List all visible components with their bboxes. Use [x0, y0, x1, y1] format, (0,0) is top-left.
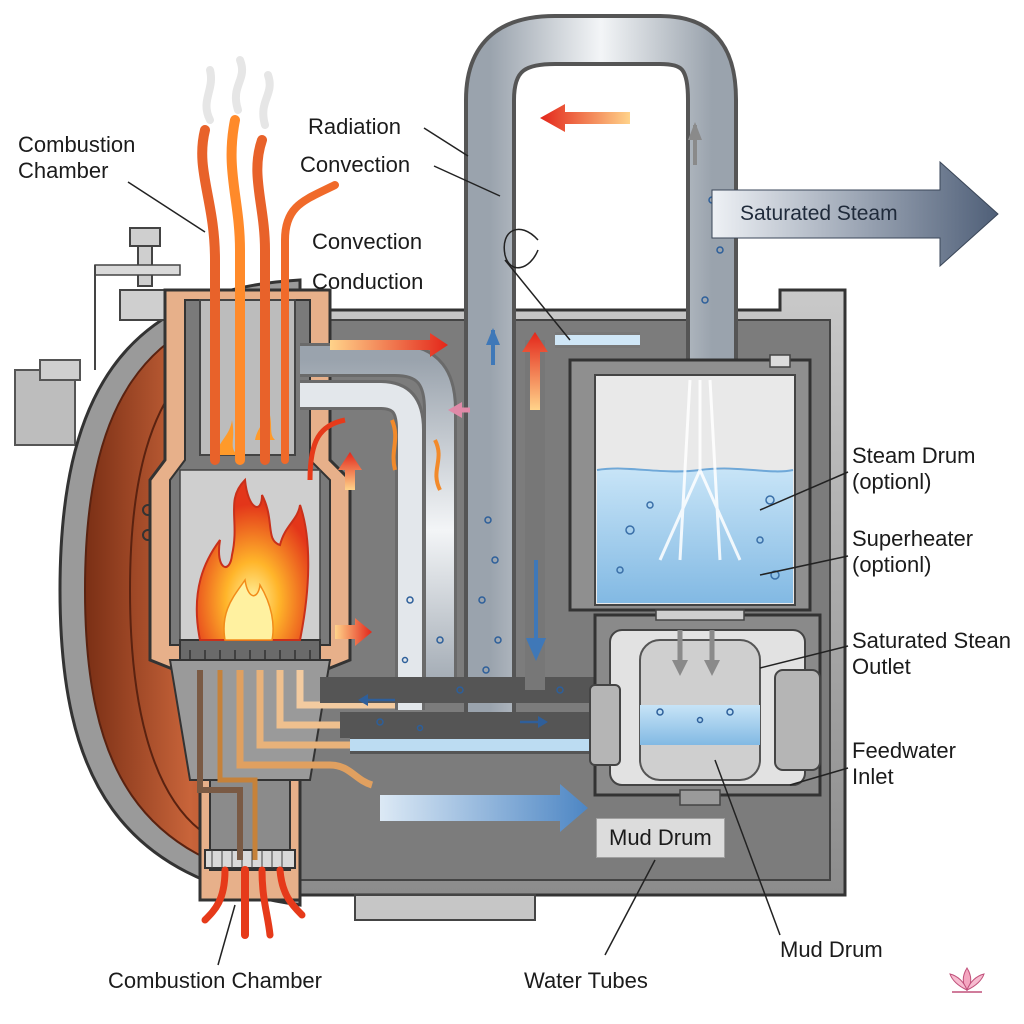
label-convection-2: Convection [312, 229, 423, 254]
label-line: Steam Drum [852, 443, 976, 468]
label-line: Combustion [18, 132, 136, 157]
label-saturated-steam-outlet: Saturated Stean Outlet [852, 628, 1022, 680]
hot-gas-arrows [307, 104, 630, 646]
label-line: Inlet [852, 764, 894, 789]
label-convection-1: Convection [300, 152, 411, 177]
label-radiation: Radiation [308, 114, 401, 139]
top-fittings [94, 227, 181, 370]
label-mud-drum-bottom: Mud Drum [780, 937, 883, 962]
label-combustion-chamber-bottom: Combustion Chamber [108, 968, 322, 993]
mud-drum [589, 609, 822, 806]
label-feedwater-inlet: Feedwater Inlet [852, 738, 956, 790]
label-combustion-chamber-top: Combustion Chamber [18, 132, 135, 184]
label-water-tubes: Water Tubes [524, 968, 648, 993]
exhaust-flow [201, 866, 306, 939]
label-line: Superheater [852, 526, 974, 551]
label-line: Saturated Stean [852, 628, 1012, 653]
label-line: (optionl) [852, 552, 932, 577]
label-line: Outlet [852, 654, 911, 679]
lotus-logo-icon [949, 967, 985, 993]
water-flow-arrows [358, 122, 720, 832]
label-line: Feedwater [852, 738, 956, 763]
label-steam-drum: Steam Drum (optionl) [852, 443, 975, 495]
tube-bubbles [376, 196, 734, 732]
saturated-steam-arrow [711, 160, 999, 268]
steam-drum [568, 354, 812, 612]
label-line: Chamber [18, 158, 109, 183]
leader-lines [127, 127, 849, 966]
label-line: (optionl) [852, 469, 932, 494]
label-superheater: Superheater (optionl) [852, 526, 973, 578]
label-mud-drum-box: Mud Drum [596, 818, 725, 858]
hot-gas-pipes [197, 56, 339, 465]
label-saturated-steam: Saturated Steam [740, 202, 898, 225]
label-conduction: Conduction [312, 269, 424, 294]
